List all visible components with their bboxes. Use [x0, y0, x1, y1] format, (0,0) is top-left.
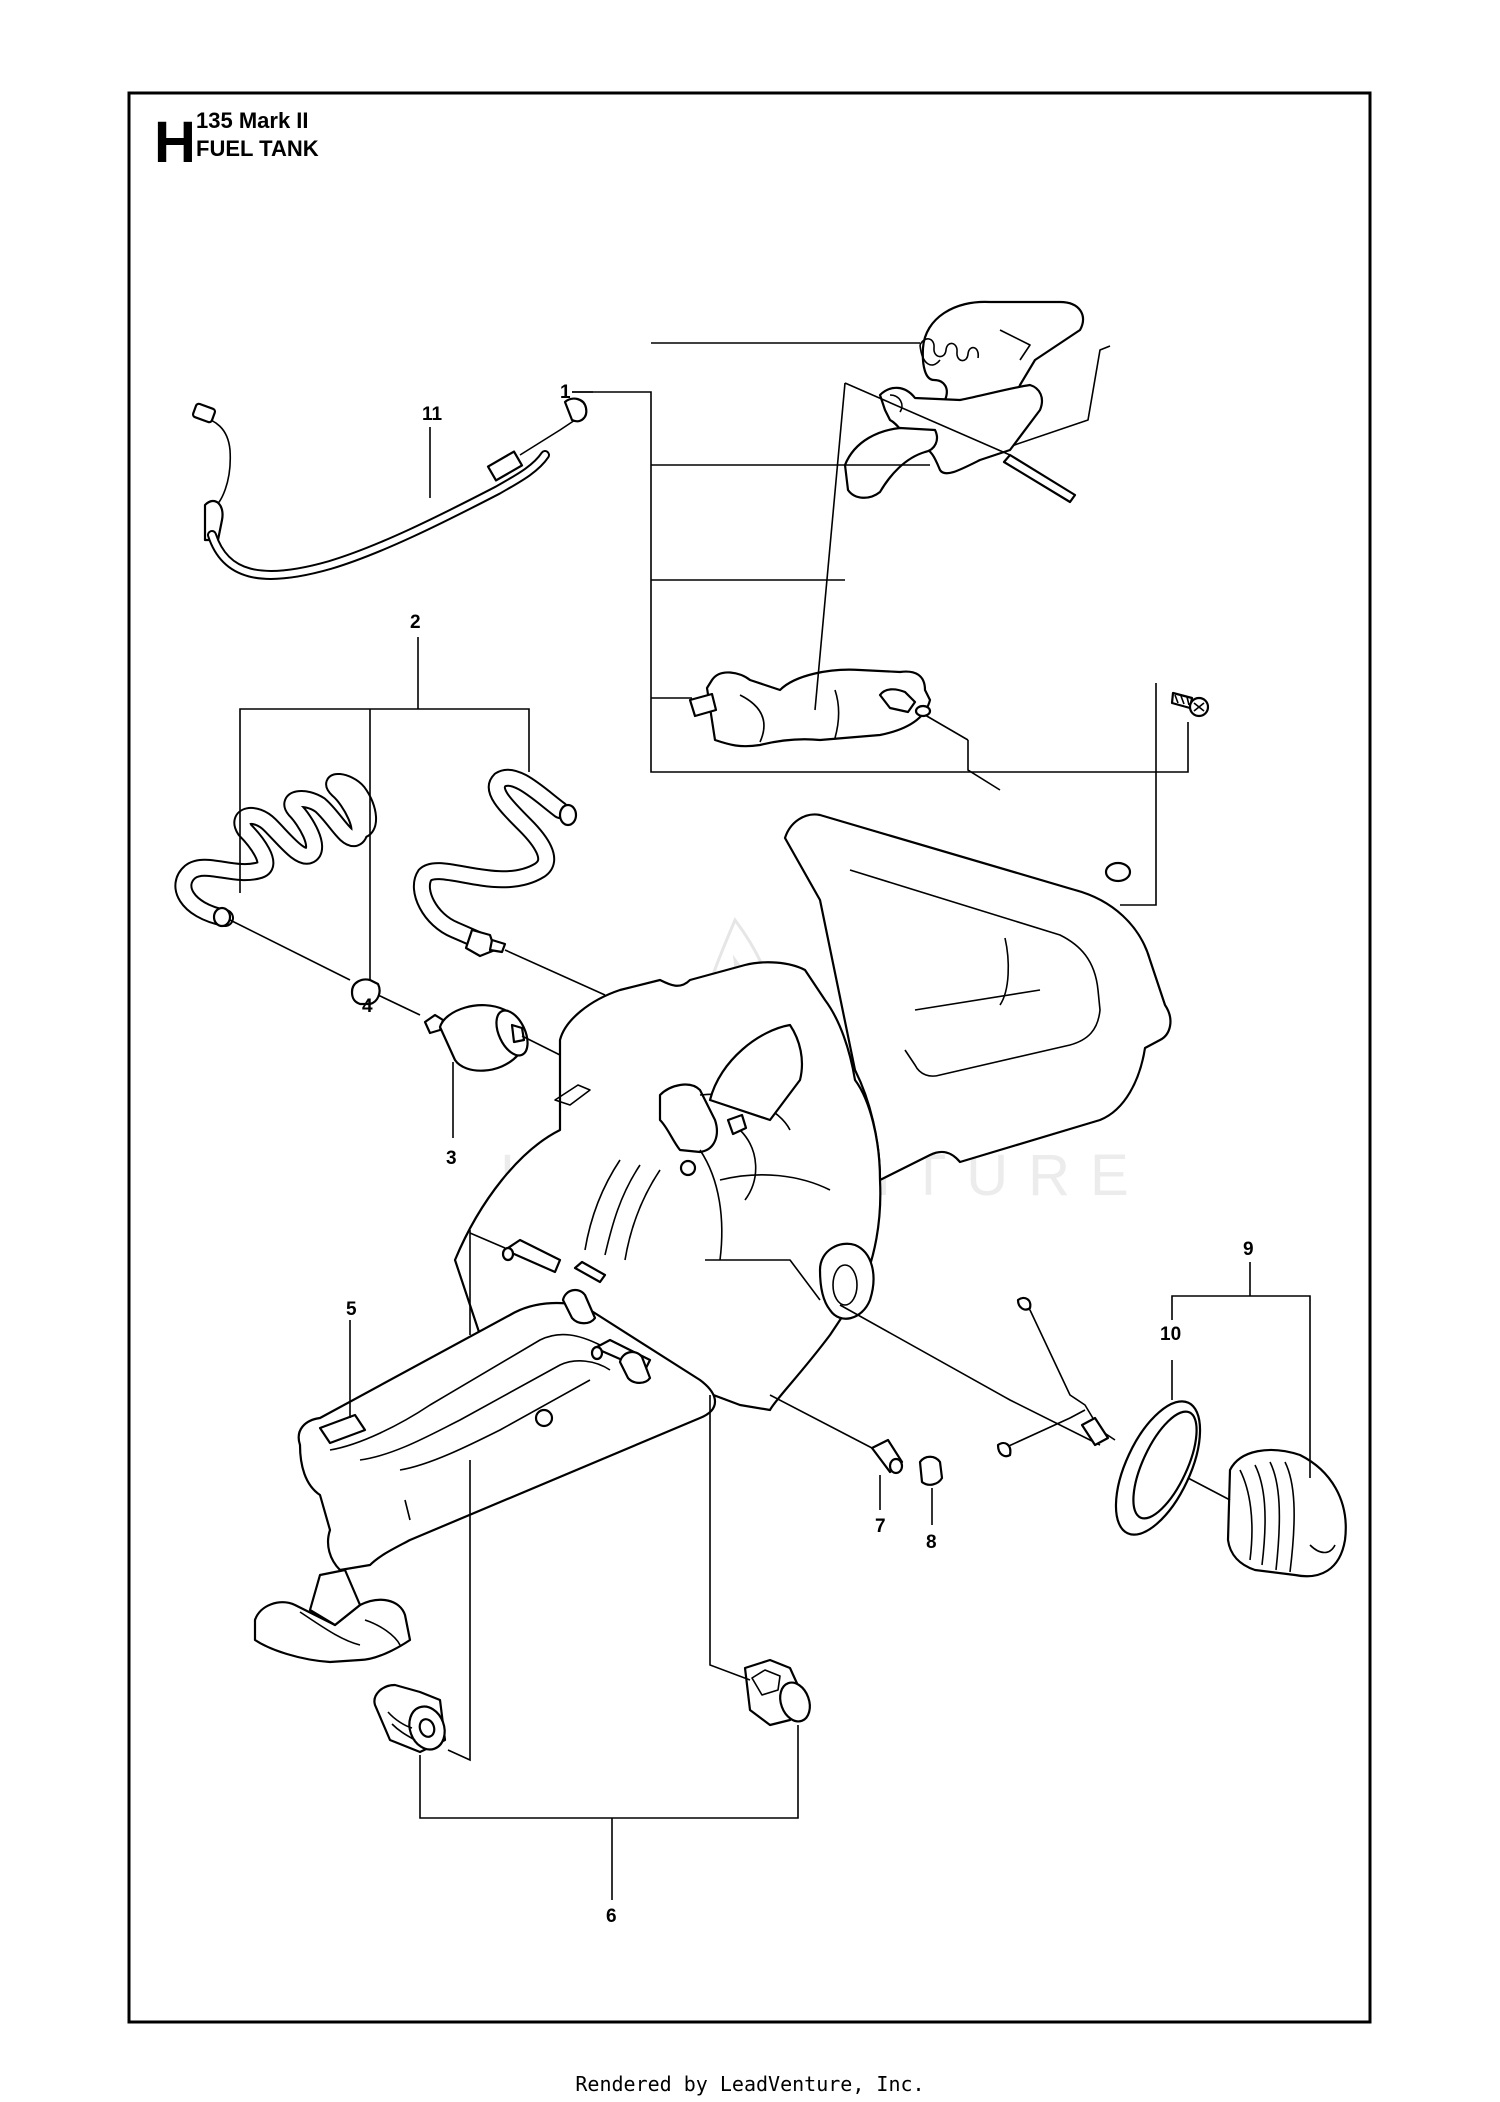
- part-3-fuel-filter: [423, 1004, 561, 1138]
- callout-5: 5: [346, 1299, 357, 1320]
- callout-3: 3: [446, 1148, 457, 1169]
- part-2-fuel-hoses: [174, 637, 606, 996]
- trigger-spring-icon: [919, 338, 979, 366]
- callout-1: 1: [560, 382, 571, 403]
- part-6-anti-vibration-buffers: [373, 1395, 811, 1900]
- callout-7: 7: [875, 1516, 886, 1537]
- model-name: 135 Mark II: [196, 108, 309, 133]
- part-screw-icon: [1120, 683, 1210, 906]
- part-7-8-fuel-plug: [769, 1394, 944, 1525]
- diagram-frame: [127, 91, 1372, 2024]
- callout-8: 8: [926, 1532, 937, 1553]
- part-4-grommet: [350, 978, 421, 1016]
- part-5-bar-plate-callout: [349, 1230, 506, 1418]
- section-letter: H: [154, 110, 196, 175]
- footer-credit: Rendered by LeadVenture, Inc.: [575, 2072, 925, 2096]
- callout-9: 9: [1243, 1239, 1254, 1260]
- part-1-throttle-trigger-assembly: [572, 300, 1189, 791]
- callout-10: 10: [1160, 1324, 1181, 1345]
- fuel-tank-housing: [253, 813, 1172, 1664]
- part-11-throttle-cable: [191, 397, 588, 580]
- callout-6: 6: [606, 1906, 617, 1927]
- part-9-10-fuel-cap: [839, 1262, 1347, 1578]
- section-title: FUEL TANK: [196, 136, 319, 161]
- callout-4: 4: [362, 996, 373, 1017]
- callout-2: 2: [410, 612, 421, 633]
- callout-11: 11: [422, 404, 443, 425]
